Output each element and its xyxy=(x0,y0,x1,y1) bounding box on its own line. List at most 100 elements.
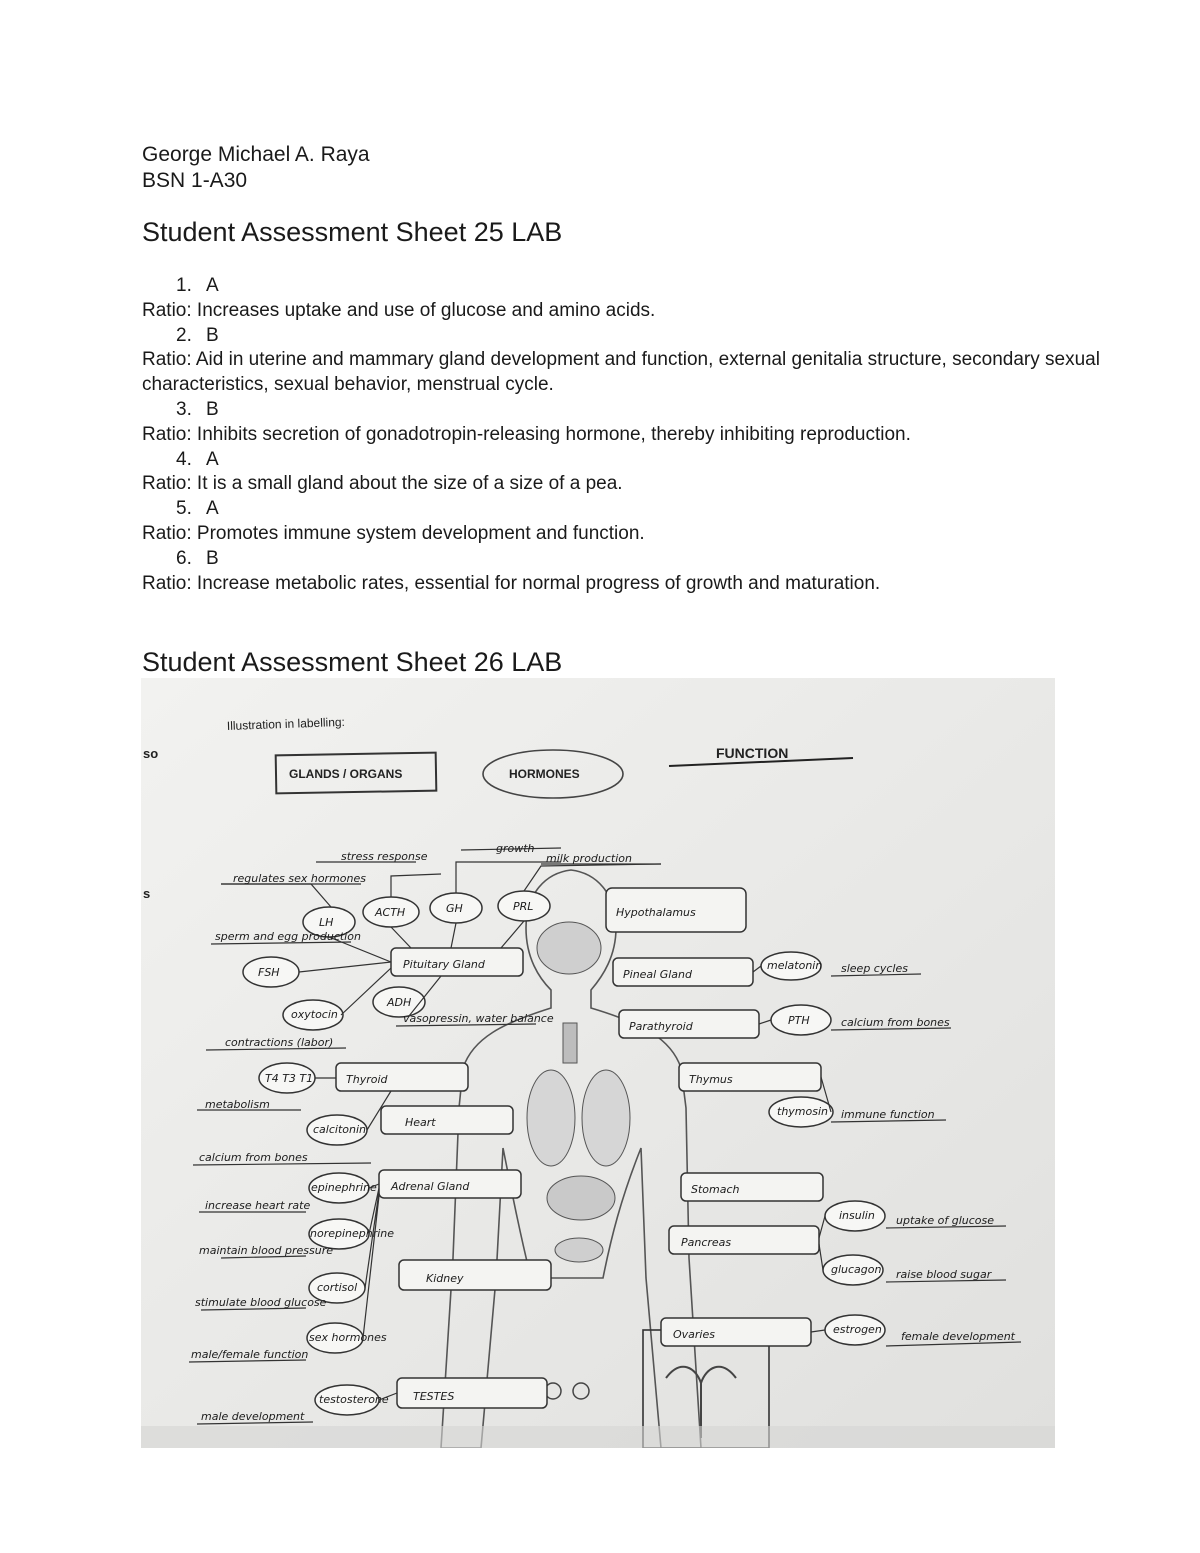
answer-4-number: 4.A xyxy=(176,448,219,470)
hormone-glucagon: glucagon xyxy=(831,1263,882,1276)
hormone-fsh: FSH xyxy=(258,966,280,979)
answer-1-number: 1.A xyxy=(176,275,219,296)
hormone-testosterone: testosterone xyxy=(319,1393,389,1406)
function-regulates-sex-hormones: regulates sex hormones xyxy=(233,872,366,885)
sheet25-answer-list: 1.A Ratio: Increases uptake and use of g… xyxy=(142,274,1102,596)
answer-1-ratio: Ratio: Increases uptake and use of gluco… xyxy=(142,299,656,321)
gland-ovaries: Ovaries xyxy=(673,1328,715,1341)
hormone-t3t4: T4 T3 T1 xyxy=(265,1072,313,1085)
hormone-gh: GH xyxy=(446,902,463,915)
stomach-shape xyxy=(546,1175,616,1221)
hormone-prl: PRL xyxy=(513,900,533,913)
hormone-thymosin: thymosin xyxy=(777,1105,828,1118)
legend-glands-label: GLANDS / ORGANS xyxy=(289,767,402,781)
gland-adrenal: Adrenal Gland xyxy=(390,1180,470,1193)
answer-5-ratio: Ratio: Promotes immune system developmen… xyxy=(142,522,645,544)
gland-hypothalamus: Hypothalamus xyxy=(616,906,696,919)
testes-icon-right xyxy=(572,1382,590,1400)
legend-glands-box xyxy=(274,751,438,795)
gland-heart: Heart xyxy=(405,1116,436,1129)
function-female-development: female development xyxy=(901,1330,1016,1343)
hormone-acth: ACTH xyxy=(374,906,405,919)
hormone-pth: PTH xyxy=(788,1014,810,1027)
hormone-insulin: insulin xyxy=(839,1209,875,1222)
hormone-cortisol: cortisol xyxy=(317,1281,357,1294)
ellipse-adh xyxy=(372,986,426,1018)
hormone-oxytocin: oxytocin xyxy=(291,1008,338,1021)
answer-3-number: 3.B xyxy=(176,398,219,420)
function-contractions: contractions (labor) xyxy=(225,1036,333,1049)
function-calcium-bones: calcium from bones xyxy=(199,1151,308,1164)
hormone-lh: LH xyxy=(319,916,333,929)
svg-text:s: s xyxy=(143,886,150,901)
legend-function-label: FUNCTION xyxy=(716,745,788,761)
ellipse-thymosin xyxy=(768,1096,834,1128)
answer-2-number: 2.B xyxy=(176,324,219,346)
box-hypothalamus xyxy=(605,887,747,933)
sheet25-title: Student Assessment Sheet 25 LAB xyxy=(142,217,563,247)
hormone-norepinephrine: norepinephrine xyxy=(310,1227,394,1240)
hormone-estrogen: estrogen xyxy=(833,1323,882,1336)
gland-pituitary: Pituitary Gland xyxy=(403,958,486,971)
answer-5-number: 5.A xyxy=(176,498,219,520)
answer-4-ratio: Ratio: It is a small gland about the siz… xyxy=(142,473,623,495)
hormone-sex-hormones: sex hormones xyxy=(309,1331,387,1344)
function-male-female: male/female function xyxy=(191,1348,308,1361)
gland-parathyroid: Parathyroid xyxy=(629,1020,694,1033)
function-male-development: male development xyxy=(201,1410,305,1423)
function-milk-production: milk production xyxy=(546,852,632,865)
gland-thymus: Thymus xyxy=(689,1073,733,1086)
function-growth: growth xyxy=(496,842,535,855)
svg-text:so: so xyxy=(143,746,158,761)
pancreas-shape xyxy=(554,1237,604,1263)
legend-function-line xyxy=(668,757,854,767)
answer-3-ratio: Ratio: Inhibits secretion of gonadotropi… xyxy=(142,423,911,445)
endocrine-diagram: Illustration in labelling: GLANDS / ORGA… xyxy=(141,678,1055,1448)
author-name: George Michael A. Raya xyxy=(142,143,370,166)
box-thyroid xyxy=(335,1062,469,1092)
gland-thyroid: Thyroid xyxy=(346,1073,389,1086)
function-stress-response: stress response xyxy=(341,850,428,863)
box-pancreas xyxy=(668,1225,820,1255)
lung-right xyxy=(581,1069,631,1167)
function-raise-blood-sugar: raise blood sugar xyxy=(896,1268,993,1281)
endocrine-worksheet-photo: Illustration in labelling: GLANDS / ORGA… xyxy=(141,678,1055,1448)
connector-lines xyxy=(221,861,832,1401)
gland-stomach: Stomach xyxy=(691,1183,740,1196)
box-heart xyxy=(380,1105,514,1135)
hormone-adh: ADH xyxy=(386,996,411,1009)
answer-6-ratio: Ratio: Increase metabolic rates, essenti… xyxy=(142,572,881,594)
function-sperm-egg: sperm and egg production xyxy=(215,930,361,943)
function-sleep-cycles: sleep cycles xyxy=(841,962,908,975)
thyroid-shape xyxy=(562,1022,578,1064)
box-stomach xyxy=(680,1172,824,1202)
function-uptake-glucose: uptake of glucose xyxy=(896,1214,994,1227)
box-kidney xyxy=(398,1259,552,1291)
gland-pineal: Pineal Gland xyxy=(623,968,693,981)
answer-2-ratio: Ratio: Aid in uterine and mammary gland … xyxy=(142,349,1100,396)
function-vasopressin: vasopressin, water balance xyxy=(403,1012,554,1025)
function-lines xyxy=(188,847,1022,1425)
lung-left xyxy=(526,1069,576,1167)
function-stimulate-glucose: stimulate blood glucose xyxy=(195,1296,327,1309)
brain-shape xyxy=(536,921,602,975)
function-metabolism: metabolism xyxy=(205,1098,270,1111)
ellipse-oxytocin xyxy=(282,999,344,1031)
function-immune: immune function xyxy=(841,1108,935,1121)
answer-6-number: 6.B xyxy=(176,547,219,569)
gland-kidney: Kidney xyxy=(426,1272,464,1285)
gland-pancreas: Pancreas xyxy=(681,1236,731,1249)
hormone-melatonin: melatonin xyxy=(767,959,822,972)
function-calcium-blood: calcium from bones xyxy=(841,1016,950,1029)
hormone-epinephrine: epinephrine xyxy=(311,1181,377,1194)
worksheet-caption: Illustration in labelling: xyxy=(227,715,345,733)
function-maintain-bp: maintain blood pressure xyxy=(199,1244,333,1257)
legend-hormones-label: HORMONES xyxy=(509,767,580,781)
function-increase-heart-rate: increase heart rate xyxy=(205,1199,310,1212)
sheet26-title: Student Assessment Sheet 26 LAB xyxy=(142,647,563,677)
course-section: BSN 1-A30 xyxy=(142,169,248,192)
gland-testes: TESTES xyxy=(413,1390,454,1403)
legend-hormones-ellipse xyxy=(482,749,624,799)
hormone-calcitonin: calcitonin xyxy=(313,1123,366,1136)
